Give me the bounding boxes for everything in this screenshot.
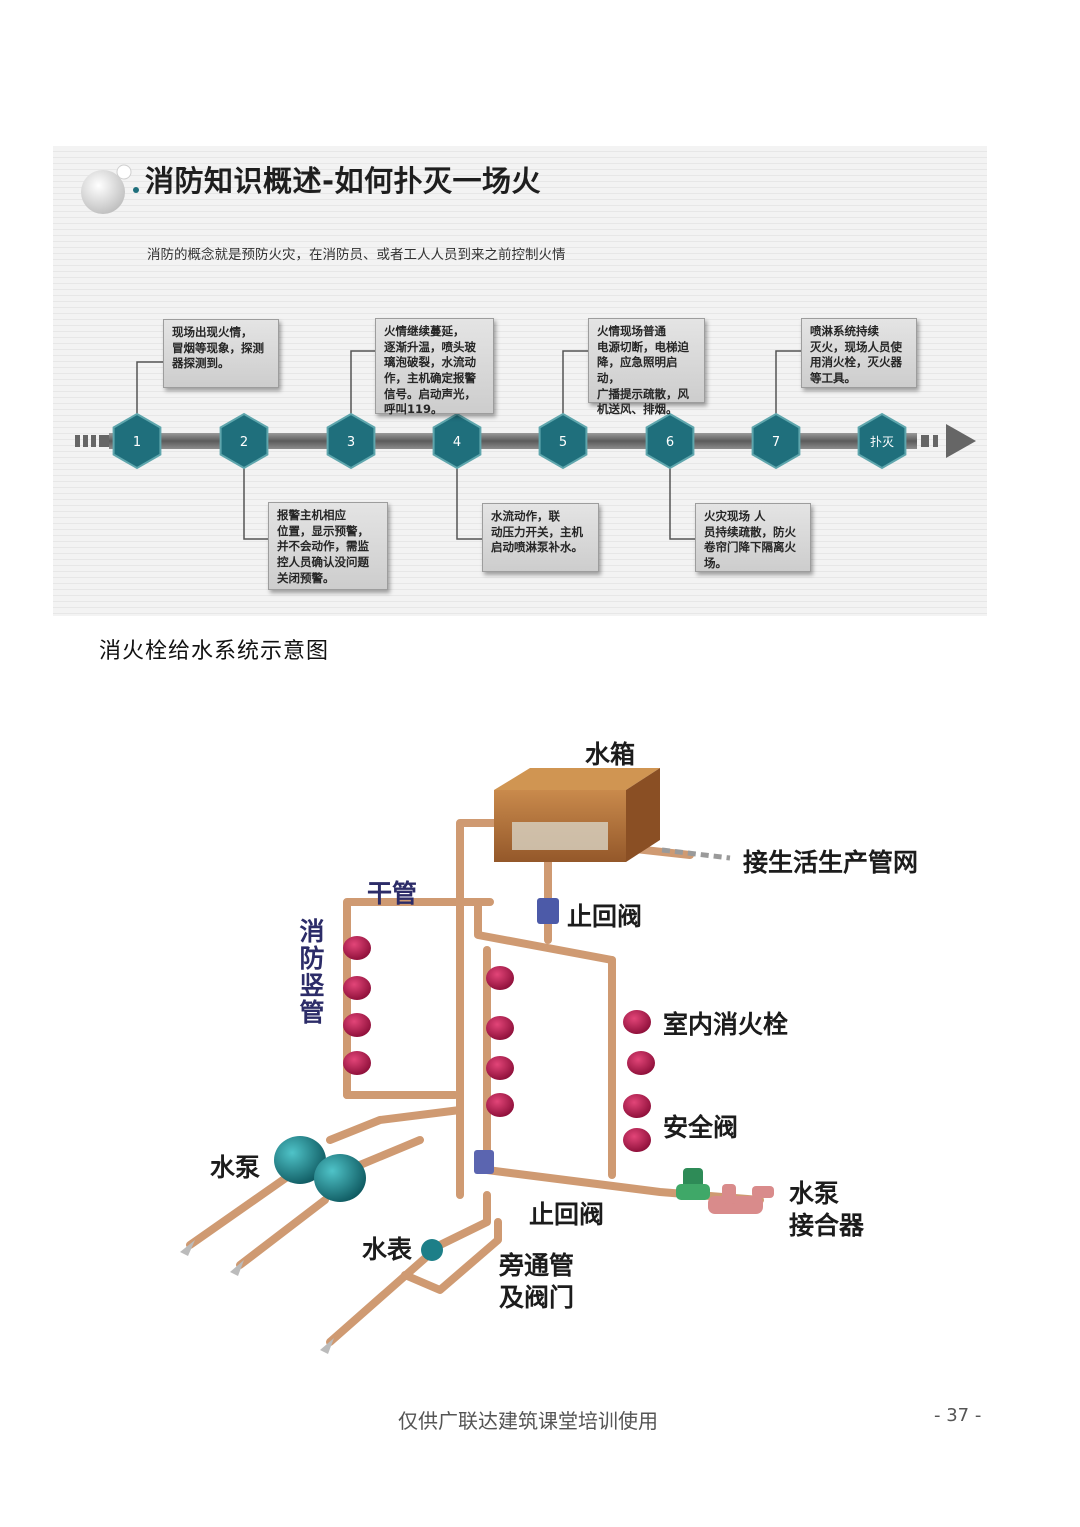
step-6-label: 6: [666, 435, 674, 450]
decorative-circles-icon: [81, 164, 139, 214]
step-2-hexagon: [219, 412, 269, 470]
step-7-hexagon: [751, 412, 801, 470]
step-3-hexagon: [326, 412, 376, 470]
label-pump-connector: 水泵 接合器: [789, 1179, 865, 1240]
label-water-tank: 水箱: [585, 740, 636, 769]
hydrant-icon: [343, 1013, 371, 1037]
label-water-meter: 水表: [362, 1235, 413, 1264]
safety-valve-icon: [676, 1168, 710, 1200]
step-7-description: 喷淋系统持续 灭火，现场人员使 用消火栓，灭火器 等工具。: [801, 318, 917, 388]
step-3-label: 3: [347, 435, 355, 450]
step-3-description: 火情继续蔓延， 逐渐升温，喷头玻 璃泡破裂，水流动 作，主机确定报警 信号。启动…: [375, 318, 494, 416]
check-valve-icon: [537, 898, 559, 924]
label-domestic-network: 接生活生产管网: [743, 848, 919, 877]
step-1-label: 1: [133, 435, 141, 450]
step-4-label: 4: [453, 435, 461, 450]
hydrant-icon: [486, 1093, 514, 1117]
label-pump: 水泵: [210, 1153, 261, 1182]
label-main-pipe: 干管: [367, 879, 418, 908]
process-slide: 消防知识概述-如何扑灭一场火 消防的概念就是预防火灾，在消防员、或者工人人员到来…: [53, 146, 987, 616]
label-check-valve-bottom: 止回阀: [529, 1200, 605, 1229]
step-2-label: 2: [240, 435, 248, 450]
step-8-hexagon: [857, 412, 907, 470]
hydrant-icon: [343, 1051, 371, 1075]
label-bypass: 旁通管 及阀门: [499, 1251, 575, 1312]
label-safety-valve: 安全阀: [663, 1113, 739, 1142]
step-5-label: 5: [559, 435, 567, 450]
hydrant-icon: [486, 1056, 514, 1080]
step-1-hexagon: [112, 412, 162, 470]
hydrant-icon: [623, 1094, 651, 1118]
step-7-label: 7: [772, 435, 780, 450]
hydrant-icon: [343, 976, 371, 1000]
timeline-arrow-icon: [946, 424, 976, 458]
check-valve-bottom-icon: [474, 1150, 494, 1174]
pump-icon: [274, 1136, 366, 1202]
water-tank-icon: [494, 768, 660, 862]
slide-subtitle: 消防的概念就是预防火灾，在消防员、或者工人人员到来之前控制火情: [147, 247, 566, 263]
step-5-description: 火情现场普通 电源切断，电梯迫 降，应急照明启动， 广播提示疏散，风 机送风、排…: [588, 318, 705, 416]
timeline-track: [109, 433, 917, 449]
footer-note: 仅供广联达建筑课堂培训使用: [398, 1409, 658, 1433]
step-4-description: 水流动作，联 动压力开关，主机 启动喷淋泵补水。: [482, 503, 599, 572]
water-meter-icon: [421, 1239, 443, 1261]
label-check-valve-top: 止回阀: [567, 902, 643, 931]
hydrant-icon: [627, 1051, 655, 1075]
step-8-label: 扑灭: [870, 435, 894, 449]
hydrant-icon: [486, 966, 514, 990]
step-4-hexagon: [432, 412, 482, 470]
step-6-description: 火灾现场 人 员持续疏散，防火 卷帘门降下隔离火 场。: [695, 503, 811, 572]
hydrant-icon: [486, 1016, 514, 1040]
step-5-hexagon: [538, 412, 588, 470]
step-6-hexagon: [645, 412, 695, 470]
hydrant-icon: [343, 936, 371, 960]
hydrant-icon: [623, 1128, 651, 1152]
timeline: 1 2 3 4 5 6 7 扑灭: [75, 350, 976, 540]
slide-title: 消防知识概述-如何扑灭一场火: [145, 164, 542, 198]
step-1-description: 现场出现火情， 冒烟等现象，探测 器探测到。: [163, 319, 279, 388]
step-2-description: 报警主机相应 位置，显示预警， 并不会动作，需监 控人员确认没问题 关闭预警。: [268, 502, 388, 590]
diagram-heading: 消火栓给水系统示意图: [99, 639, 330, 664]
label-indoor-hydrant: 室内消火栓: [663, 1010, 789, 1039]
pump-connector-icon: [708, 1184, 774, 1214]
label-fire-riser: 消防竖管: [296, 918, 325, 1026]
hydrant-icon: [623, 1010, 651, 1034]
page-number: - 37 -: [934, 1405, 982, 1426]
